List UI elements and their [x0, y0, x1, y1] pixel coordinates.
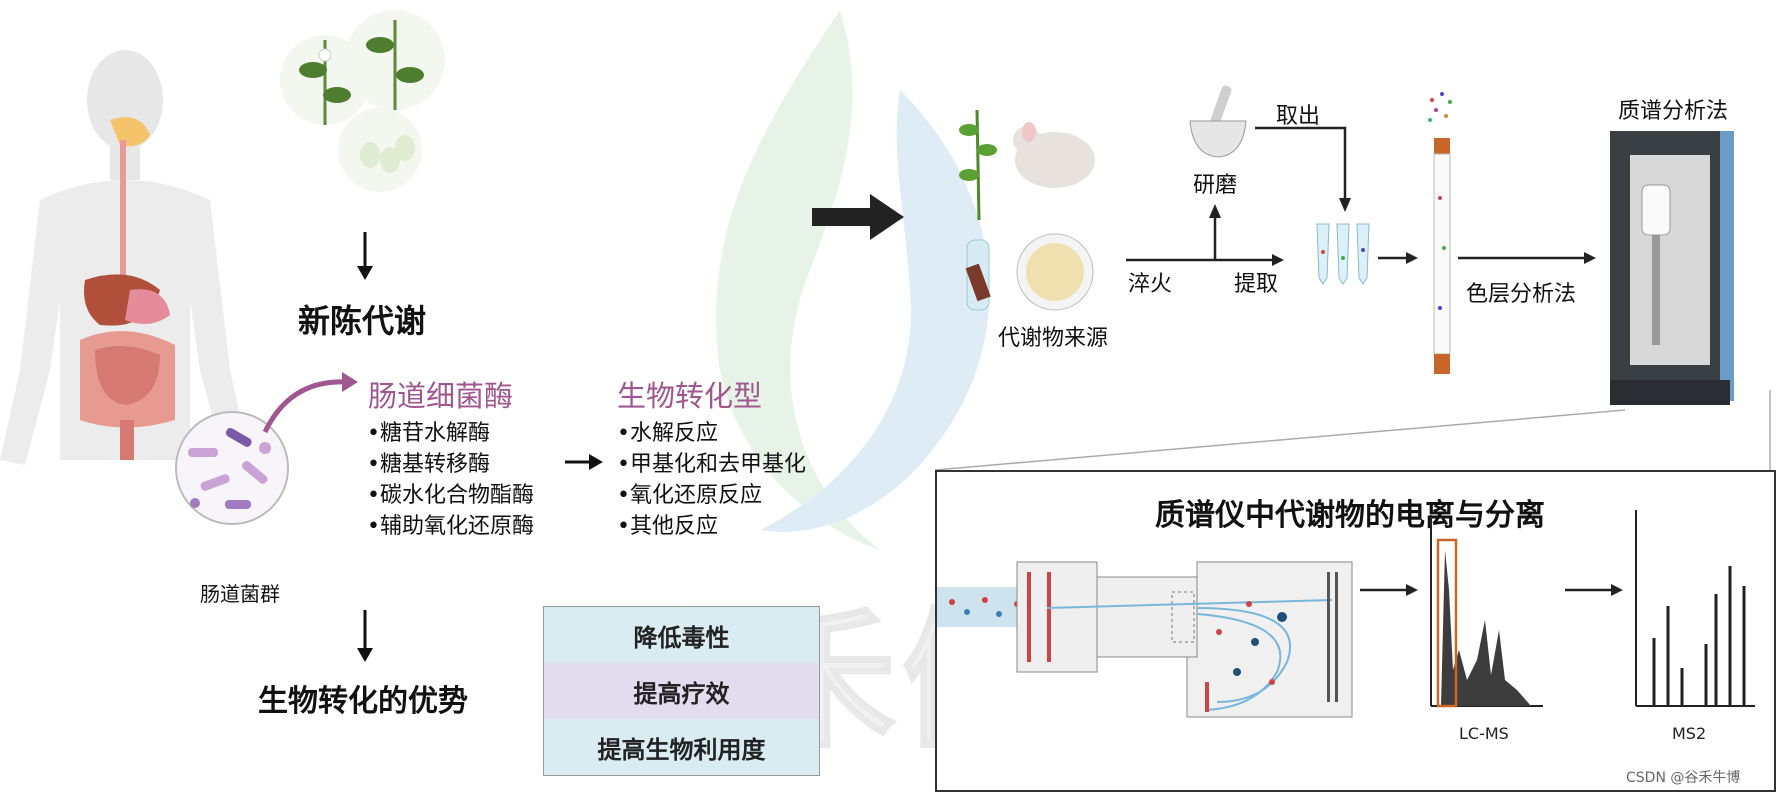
quench-label: 淬火: [1128, 266, 1172, 298]
metabolite-sources-illustration: [955, 100, 1135, 330]
right-arrow-icon: [1360, 582, 1420, 598]
advantage-item: 提高疗效: [544, 663, 819, 719]
ms2-spectrum: [1632, 510, 1757, 720]
lcms-chromatogram: [1427, 510, 1547, 720]
take-out-label: 取出: [1276, 98, 1320, 130]
enzyme-item: •碳水化合物酯酶: [367, 480, 534, 511]
advantage-item: 降低毒性: [544, 607, 819, 663]
curved-arrow-icon: [250, 370, 360, 440]
gut-microbiota-label: 肠道菌群: [200, 578, 280, 607]
mass-spec-label: 质谱分析法: [1618, 93, 1728, 125]
extract-label: 提取: [1234, 266, 1278, 298]
reaction-item: •氧化还原反应: [617, 480, 806, 511]
advantage-title: 生物转化的优势: [258, 676, 468, 720]
down-arrow-icon: [355, 610, 375, 665]
enzymes-title: 肠道细菌酶: [368, 373, 513, 415]
enzyme-item: •糖苷水解酶: [367, 418, 534, 449]
ms-detail-panel: 质谱仪中代谢物的电离与分离 LC-MS: [935, 470, 1776, 792]
advantage-item: 提高生物利用度: [544, 719, 819, 775]
down-arrow-icon: [355, 232, 375, 282]
chromatography-label: 色层分析法: [1466, 276, 1576, 308]
sample-tubes-icon: [1315, 222, 1375, 288]
mass-spectrometer-icon: [1608, 125, 1738, 415]
reaction-item: •甲基化和去甲基化: [617, 449, 806, 480]
biotransformation-list: •水解反应 •甲基化和去甲基化 •氧化还原反应 •其他反应: [617, 418, 806, 542]
metabolite-source-label: 代谢物来源: [998, 320, 1108, 352]
ionization-schematic: [937, 532, 1357, 752]
reaction-item: •水解反应: [617, 418, 806, 449]
biotransformation-title: 生物转化型: [617, 373, 762, 415]
advantages-box: 降低毒性 提高疗效 提高生物利用度: [543, 606, 820, 776]
chromatography-column-icon: [1422, 88, 1462, 388]
big-right-arrow-icon: [812, 192, 907, 242]
zoom-projection-lines: [935, 390, 1775, 480]
enzyme-item: •糖基转移酶: [367, 449, 534, 480]
right-arrow-icon: [565, 452, 605, 472]
enzyme-item: •辅助氧化还原酶: [367, 511, 534, 542]
plants-illustration: [275, 0, 455, 200]
grind-label: 研磨: [1193, 167, 1237, 199]
right-arrow-icon: [1458, 250, 1598, 266]
watermark-credit: CSDN @谷禾牛博: [1626, 767, 1740, 787]
mortar-icon: [1188, 85, 1248, 160]
reaction-item: •其他反应: [617, 511, 806, 542]
enzymes-list: •糖苷水解酶 •糖基转移酶 •碳水化合物酯酶 •辅助氧化还原酶: [367, 418, 534, 542]
ms2-label: MS2: [1672, 724, 1706, 743]
metabolism-title: 新陈代谢: [298, 296, 426, 342]
right-arrow-icon: [1565, 582, 1625, 598]
right-arrow-icon: [1378, 250, 1418, 266]
lcms-label: LC-MS: [1459, 724, 1509, 743]
